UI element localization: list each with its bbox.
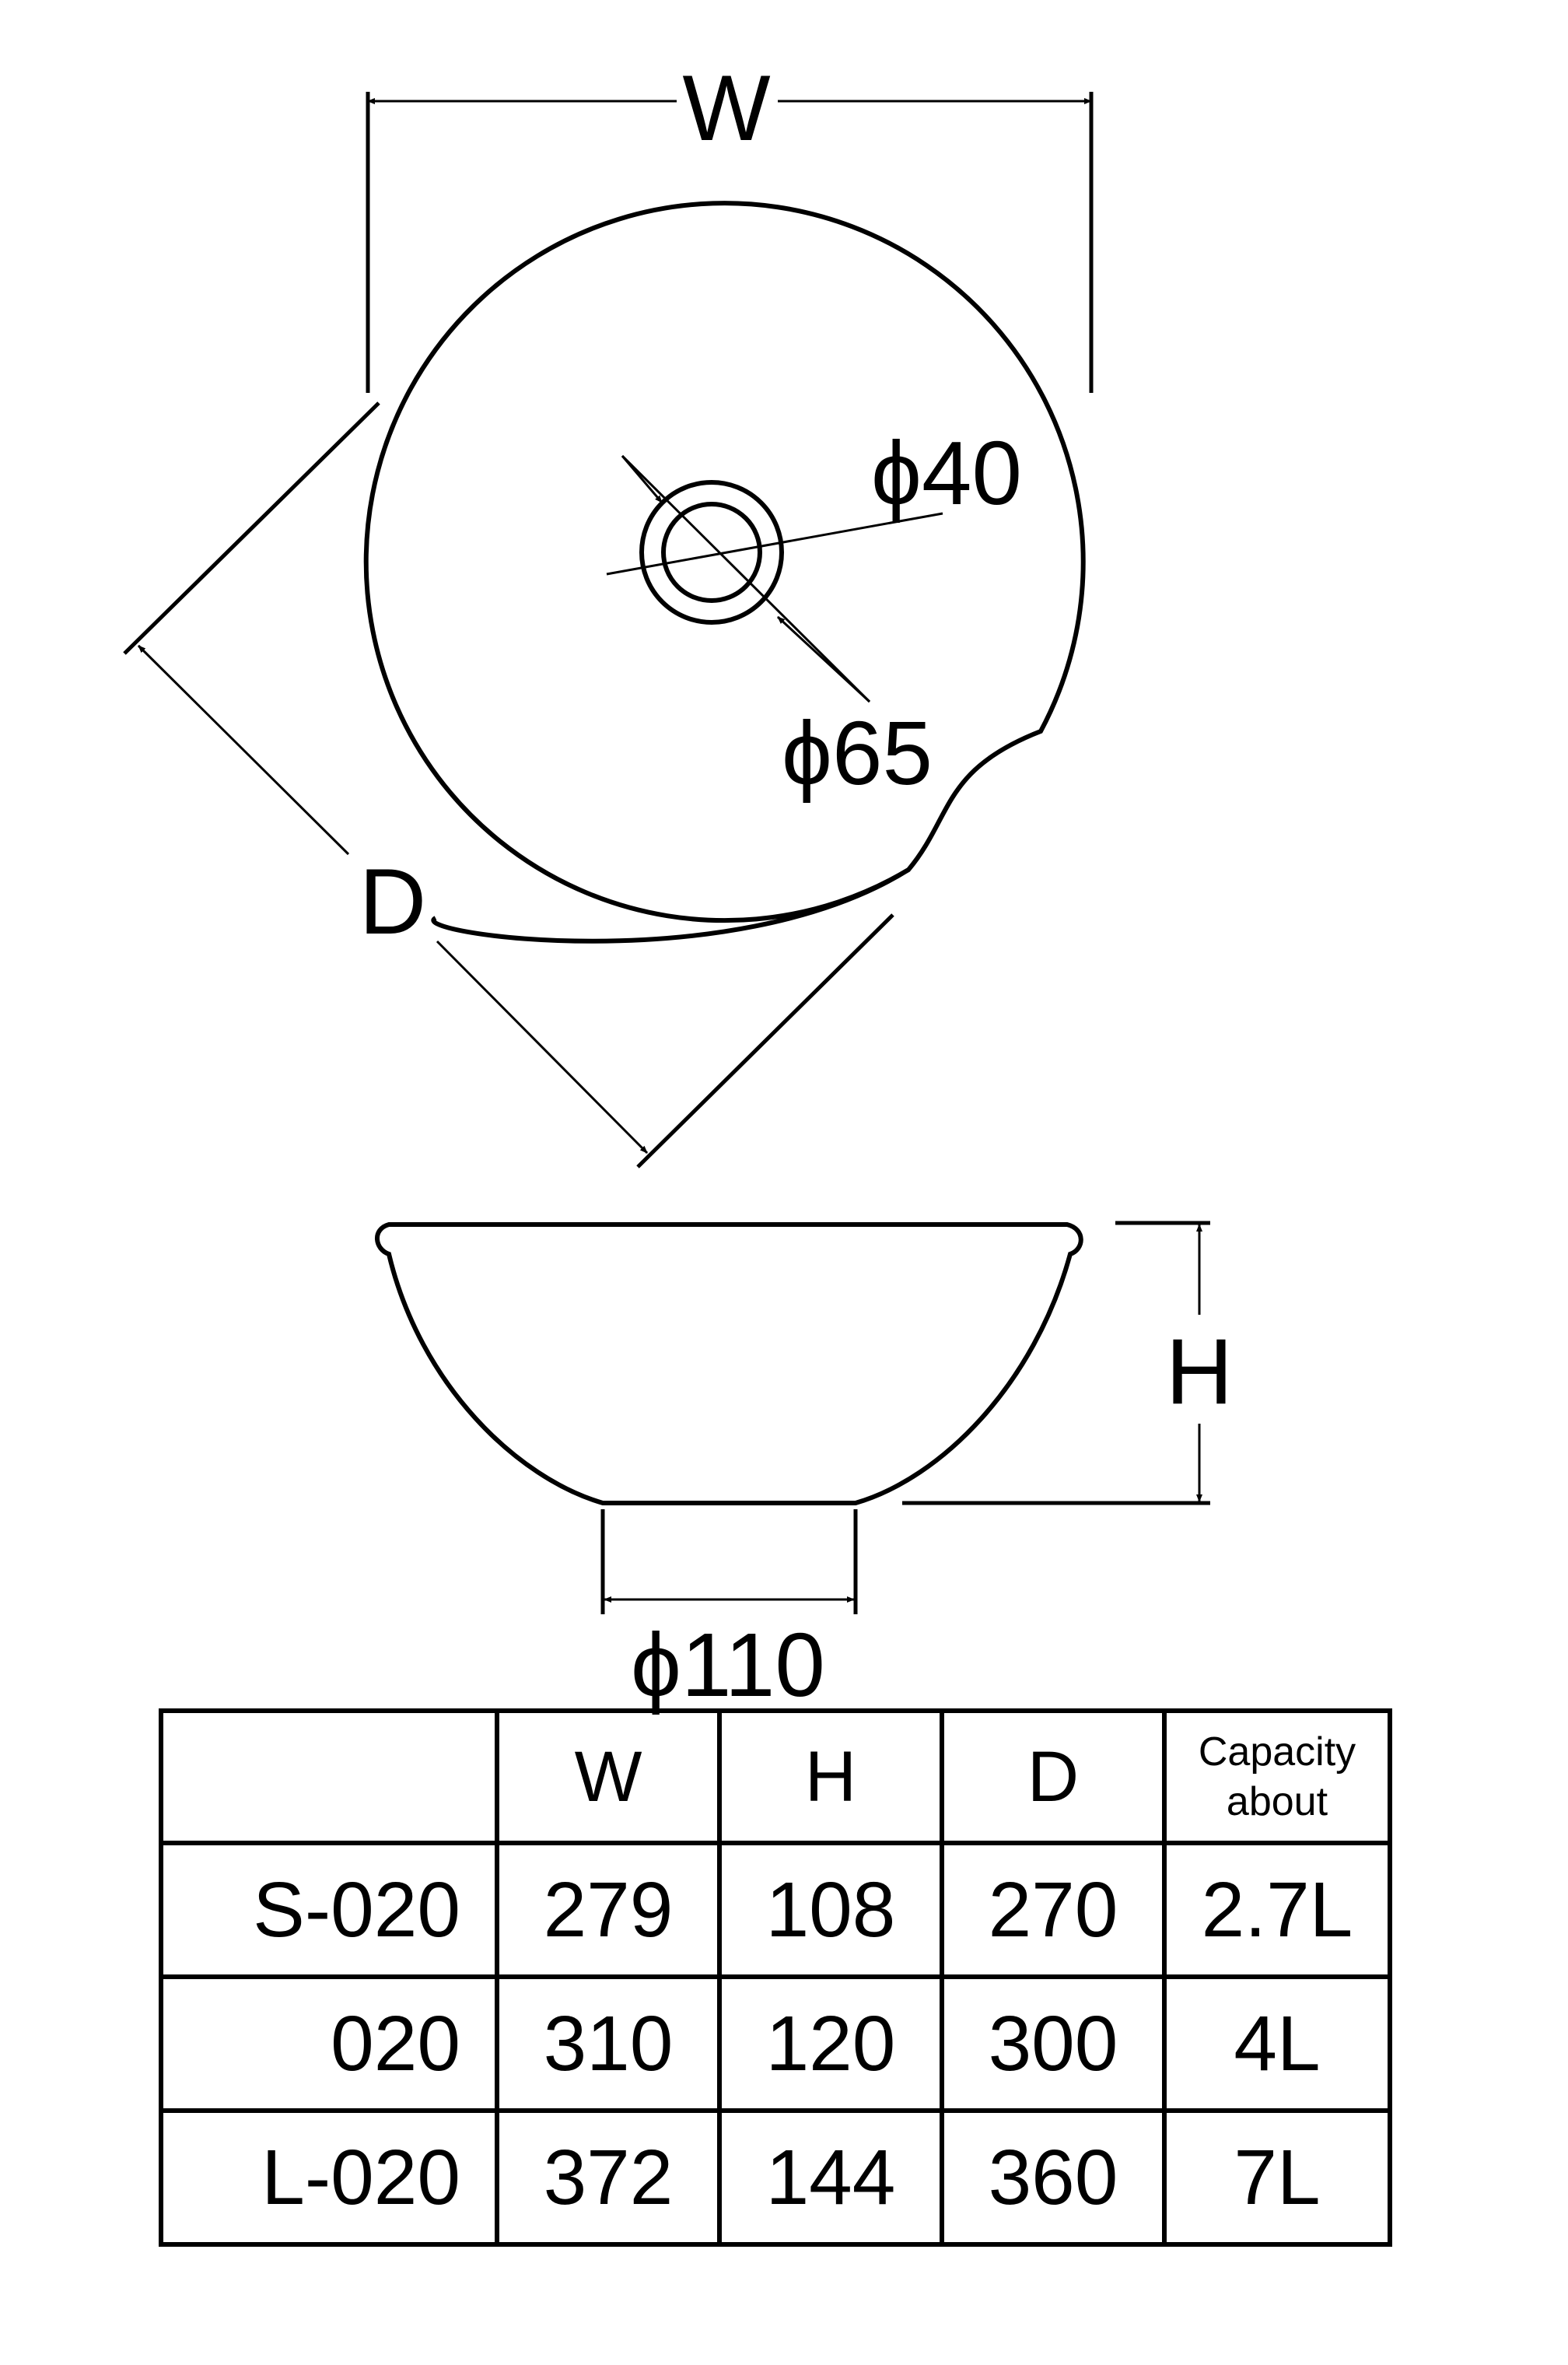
capacity-cell: 7L xyxy=(1162,2108,1392,2247)
model-cell: 020 xyxy=(159,1974,499,2113)
w-cell: 279 xyxy=(495,1841,722,1979)
top-view: W D ϕ40 ϕ65 xyxy=(123,56,1094,1168)
header-capacity-line2: about xyxy=(1226,1779,1328,1824)
depth-dim-top xyxy=(137,644,350,856)
drain-outer-leader xyxy=(621,454,871,703)
header-model xyxy=(159,1708,499,1845)
w-cell: 372 xyxy=(495,2108,722,2247)
drain-outer-arrow-a xyxy=(621,455,663,503)
model-cell: L-020 xyxy=(159,2108,499,2247)
width-label: W xyxy=(682,56,770,160)
h-cell: 120 xyxy=(717,1974,944,2113)
drain-outer-label: ϕ65 xyxy=(782,702,933,804)
height-label: H xyxy=(1166,1319,1234,1424)
depth-dim-bottom xyxy=(436,940,649,1154)
side-view: H ϕ110 xyxy=(375,1221,1234,1715)
drain-outer-arrow-b xyxy=(776,615,871,703)
capacity-cell: 4L xyxy=(1162,1974,1392,2113)
spec-table: W H D Capacity about S-020 279 108 270 2… xyxy=(159,1708,1392,2247)
header-capacity-line1: Capacity xyxy=(1198,1729,1356,1775)
drain-inner-label: ϕ40 xyxy=(871,422,1022,524)
table-header-row: W H D Capacity about xyxy=(159,1708,1392,1845)
drain-inner-leader xyxy=(606,512,943,576)
table-row: L-020 372 144 360 7L xyxy=(159,2108,1392,2247)
d-cell: 300 xyxy=(940,1974,1167,2113)
depth-ext-bottom xyxy=(636,913,894,1168)
d-cell: 270 xyxy=(940,1841,1167,1979)
depth-ext-top xyxy=(123,401,380,655)
w-cell: 310 xyxy=(495,1974,722,2113)
header-w: W xyxy=(495,1708,722,1845)
table-row: 020 310 120 300 4L xyxy=(159,1974,1392,2113)
d-cell: 360 xyxy=(940,2108,1167,2247)
model-cell: S-020 xyxy=(159,1841,499,1979)
h-cell: 108 xyxy=(717,1841,944,1979)
table-row: S-020 279 108 270 2.7L xyxy=(159,1841,1392,1979)
capacity-cell: 2.7L xyxy=(1162,1841,1392,1979)
h-cell: 144 xyxy=(717,2108,944,2247)
base-label: ϕ110 xyxy=(631,1614,825,1715)
header-h: H xyxy=(717,1708,944,1845)
drain-inner-ring xyxy=(661,502,762,603)
header-d: D xyxy=(940,1708,1167,1845)
drain-outer-ring xyxy=(639,480,784,625)
basin-outline-side xyxy=(375,1222,1083,1505)
header-capacity: Capacity about xyxy=(1162,1708,1392,1845)
depth-label: D xyxy=(359,850,427,954)
basin-outline-top xyxy=(363,201,1086,944)
